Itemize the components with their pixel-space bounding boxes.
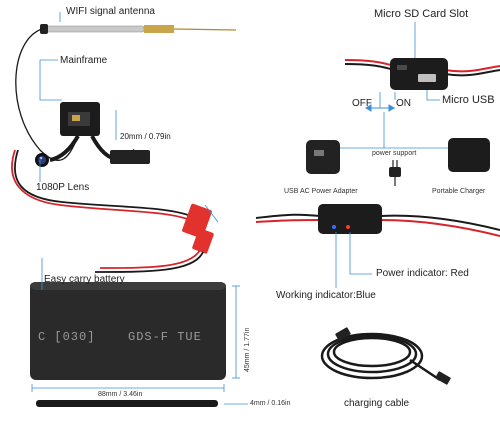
charging-cable	[320, 332, 441, 382]
red-wire	[11, 149, 196, 223]
usb-adapter	[306, 140, 340, 174]
antenna	[40, 24, 237, 34]
switch-arrows	[365, 104, 395, 112]
cable-plug-b	[435, 371, 451, 385]
battery-print-right: GDS-F TUE	[128, 330, 202, 344]
label-on: ON	[396, 98, 411, 109]
battery-red-wire	[99, 249, 201, 269]
portable-charger	[448, 138, 490, 172]
label-mainframe-size: 20mm / 0.79in	[120, 132, 171, 141]
jst-connector	[182, 203, 214, 254]
black-wire	[13, 149, 197, 219]
ribbon-cable	[49, 134, 80, 162]
cable-plug-a	[335, 327, 351, 341]
label-wifi-antenna: WIFI signal antenna	[66, 6, 155, 17]
label-micro-usb: Micro USB	[442, 94, 495, 106]
label-battery-width: 88mm / 3.46in	[98, 391, 143, 398]
label-battery-height: 45mm / 1.77in	[244, 327, 251, 372]
control-board	[390, 58, 448, 90]
indicator-board-wires	[255, 213, 500, 237]
left-callouts	[39, 12, 62, 290]
plug-icon	[389, 160, 401, 186]
dimension-lines	[31, 110, 248, 405]
label-charging-cable: charging cable	[344, 398, 410, 409]
label-battery-thickness: 4mm / 0.16in	[250, 400, 291, 407]
label-working-indicator: Working indicator:Blue	[276, 290, 376, 301]
lens	[35, 153, 49, 167]
antenna-wire	[15, 28, 81, 162]
label-lens: 1080P Lens	[36, 182, 90, 193]
label-battery: Easy carry battery	[44, 274, 125, 285]
label-sd-slot: Micro SD Card Slot	[374, 8, 469, 20]
label-power-indicator: Power indicator: Red	[376, 268, 469, 279]
battery-pack	[30, 282, 226, 380]
battery-black-wire	[94, 251, 204, 273]
lens-board	[110, 150, 150, 164]
label-usb-adapter: USB AC Power Adapter	[284, 188, 358, 195]
label-mainframe: Mainframe	[60, 55, 108, 66]
battery-print-left: C [030]	[38, 330, 96, 344]
label-power-support: power support	[372, 150, 417, 157]
indicator-callouts	[335, 232, 372, 288]
mainframe-module	[60, 102, 100, 136]
label-off: OFF	[352, 98, 372, 109]
battery-side-view	[36, 400, 218, 407]
label-portable-charger: Portable Charger	[432, 188, 486, 195]
indicator-board	[318, 204, 382, 234]
